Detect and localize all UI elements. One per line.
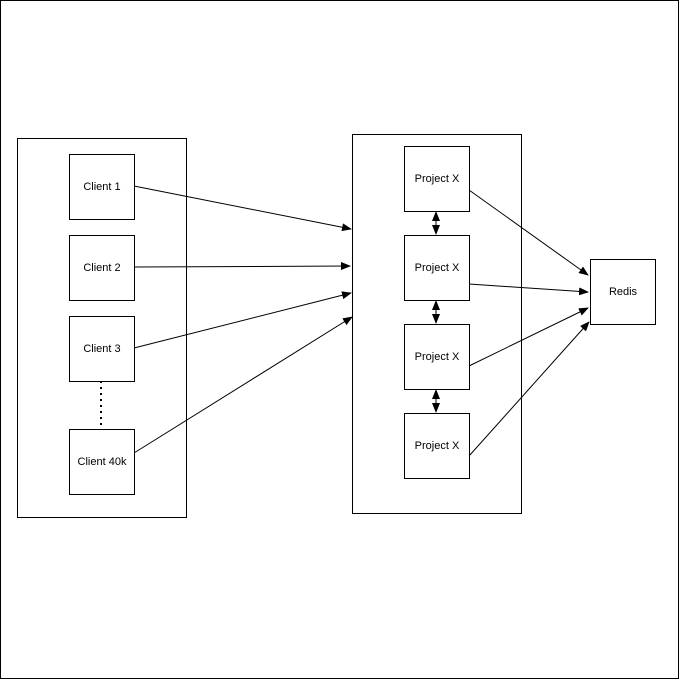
edge-project3-to-redis xyxy=(468,307,589,367)
redis-node: Redis xyxy=(590,259,656,325)
client-node-1: Client 1 xyxy=(69,154,135,220)
edge-project1-to-redis xyxy=(468,189,589,276)
edge-project2-to-redis xyxy=(468,283,589,296)
project-node-1: Project X xyxy=(404,146,470,212)
client-node-40k: Client 40k xyxy=(69,429,135,495)
client-node-3: Client 3 xyxy=(69,316,135,382)
edge-project4-to-redis xyxy=(468,321,590,457)
project-cluster xyxy=(352,134,522,514)
project-node-3: Project X xyxy=(404,324,470,390)
edge-client1-to-cluster xyxy=(133,185,352,232)
edge-client3-to-cluster xyxy=(133,291,352,349)
edge-client40k-to-cluster xyxy=(133,316,353,454)
client-node-2: Client 2 xyxy=(69,235,135,301)
project-node-4: Project X xyxy=(404,413,470,479)
client-group xyxy=(17,138,187,518)
edge-client2-to-cluster xyxy=(133,262,351,271)
project-node-2: Project X xyxy=(404,235,470,301)
